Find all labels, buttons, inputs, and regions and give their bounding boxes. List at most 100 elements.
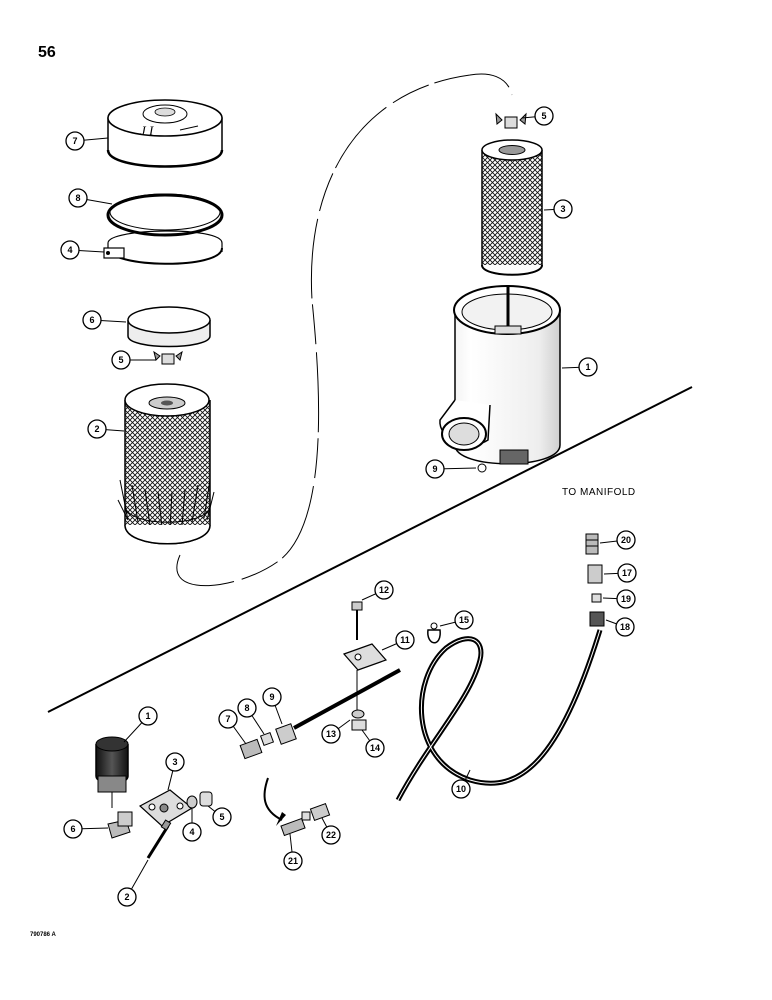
flow-arrow <box>263 777 283 821</box>
elbow-fitting <box>107 811 133 839</box>
hex-nut <box>199 791 213 807</box>
callout-number: 10 <box>456 784 466 794</box>
callout-lower-c5: 5 <box>207 805 232 827</box>
safety-filter-element <box>481 139 543 276</box>
callout-lower-c9: 9 <box>262 687 283 725</box>
elbow-connector-alt <box>280 817 306 837</box>
callout-circle <box>321 825 341 845</box>
callout-lower-c14: 14 <box>361 729 385 758</box>
callout-circle <box>82 310 102 330</box>
callout-lower-c22: 22 <box>321 817 341 845</box>
callout-lower-c15: 15 <box>439 610 474 630</box>
manifold-adapter <box>585 533 599 555</box>
callout-circle <box>138 706 158 726</box>
callout-number: 5 <box>118 355 123 365</box>
callout-circle <box>374 580 394 600</box>
callout-circle <box>534 106 554 126</box>
callout-number: 8 <box>244 703 249 713</box>
callout-number: 6 <box>70 824 75 834</box>
callout-upper-c2: 2 <box>87 419 125 439</box>
hose-clamp <box>427 622 441 644</box>
callout-number: 4 <box>67 245 72 255</box>
callout-circle <box>262 687 282 707</box>
callout-circle <box>395 630 415 650</box>
adapter-flange <box>138 789 194 827</box>
callout-upper-c8: 8 <box>68 188 113 208</box>
callout-number: 14 <box>370 743 380 753</box>
callout-number: 18 <box>620 622 630 632</box>
figure-code: 790786 A <box>30 932 56 938</box>
callout-upper-c4: 4 <box>60 240 105 260</box>
manifold-sleeve <box>591 593 602 603</box>
wing-nut-right <box>495 112 527 129</box>
housing-drain-plug <box>477 463 487 473</box>
cover-gasket <box>106 193 224 237</box>
callout-lower-c21: 21 <box>283 833 303 871</box>
manifold-hose-end <box>589 611 605 627</box>
restriction-indicator <box>95 736 129 808</box>
callout-lower-c3: 3 <box>165 752 185 791</box>
callout-number: 11 <box>400 635 410 645</box>
callout-circle <box>68 188 88 208</box>
callout-circle <box>553 199 573 219</box>
callout-number: 2 <box>94 424 99 434</box>
callout-circle <box>617 563 637 583</box>
callout-number: 3 <box>560 204 565 214</box>
callout-lower-c10: 10 <box>451 769 471 799</box>
callout-number: 2 <box>124 892 129 902</box>
callout-number: 19 <box>621 594 631 604</box>
callout-lower-c8: 8 <box>237 698 265 735</box>
callout-upper-c7: 7 <box>65 131 109 151</box>
callout-number: 20 <box>621 535 631 545</box>
callout-number: 5 <box>541 111 546 121</box>
page-number: 56 <box>38 44 56 61</box>
band-clamp <box>103 230 223 265</box>
mounting-bolt <box>146 819 172 859</box>
callout-upper-c1: 1 <box>561 357 598 377</box>
air-cleaner-housing <box>439 285 561 465</box>
callout-number: 17 <box>622 568 632 578</box>
air-cleaner-cover: J I <box>106 99 224 168</box>
bracket-bolt <box>351 601 363 640</box>
callout-number: 9 <box>432 464 437 474</box>
callout-number: 22 <box>326 830 336 840</box>
bracket-washer <box>351 709 365 719</box>
sleeve-alt <box>301 811 311 821</box>
callout-circle <box>212 807 232 827</box>
indicator-hose-inner <box>397 629 601 801</box>
union-nut-alt <box>309 802 331 822</box>
callout-circle <box>365 738 385 758</box>
manifold-nut <box>587 564 603 584</box>
callout-circle <box>65 131 85 151</box>
cover-logo-text: J I <box>140 123 154 138</box>
callout-number: 21 <box>288 856 298 866</box>
callout-circle <box>616 589 636 609</box>
callout-number: 7 <box>72 136 77 146</box>
callout-lower-c17: 17 <box>603 563 637 583</box>
callout-lower-c13: 13 <box>321 719 351 744</box>
section-divider <box>47 386 693 713</box>
callout-number: 8 <box>75 193 80 203</box>
inner-filter-cap <box>127 306 211 348</box>
callout-circle <box>454 610 474 630</box>
callout-number: 1 <box>145 711 150 721</box>
callout-lower-c18: 18 <box>605 617 635 637</box>
tube-nut <box>275 723 297 745</box>
callout-lower-c1: 1 <box>123 706 158 743</box>
callout-circle <box>165 752 185 772</box>
callout-lower-c12: 12 <box>361 580 394 601</box>
callout-circle <box>615 617 635 637</box>
callout-circle <box>578 357 598 377</box>
callout-number: 4 <box>189 827 194 837</box>
callout-number: 3 <box>172 757 177 767</box>
callout-lower-c7: 7 <box>218 709 247 745</box>
callout-circle <box>321 724 341 744</box>
callout-circle <box>425 459 445 479</box>
callout-number: 15 <box>459 615 469 625</box>
callout-circle <box>117 887 137 907</box>
tube-bracket <box>342 643 388 671</box>
callout-circle <box>616 530 636 550</box>
callout-upper-c9: 9 <box>425 459 477 479</box>
